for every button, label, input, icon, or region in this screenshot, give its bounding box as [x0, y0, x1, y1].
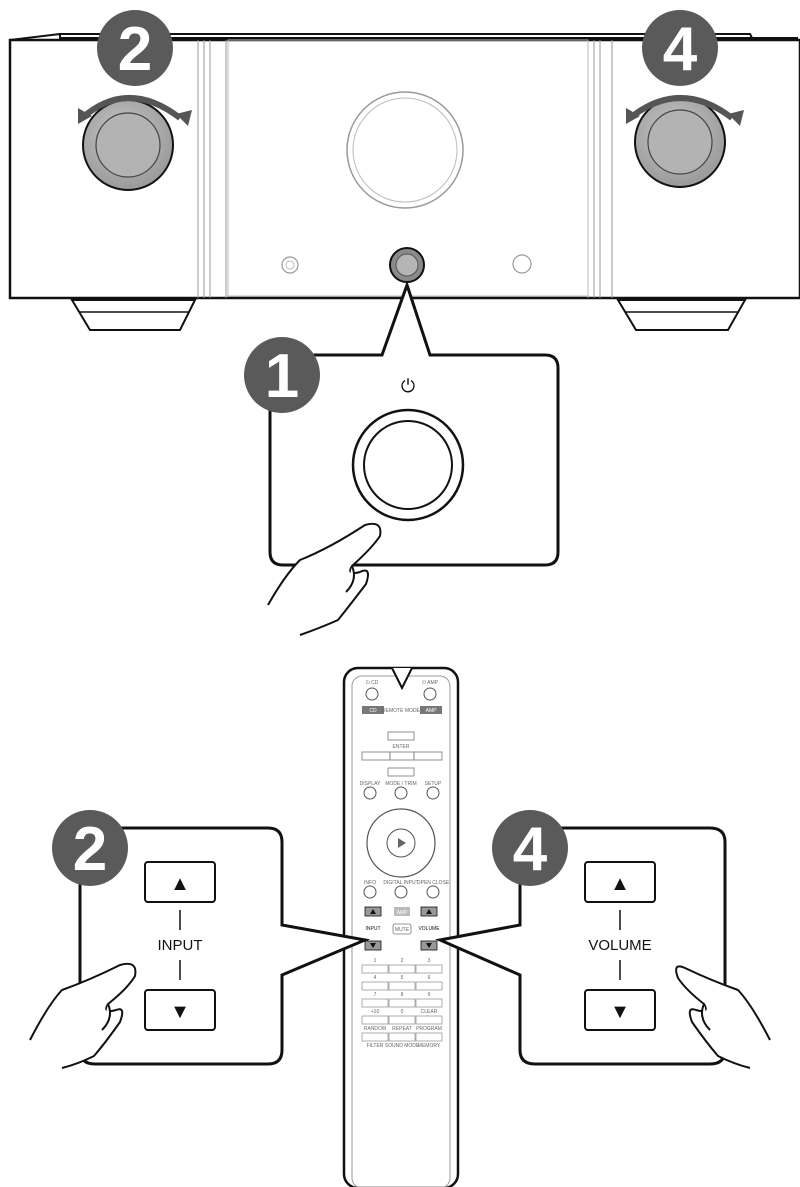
svg-text:4: 4 [513, 815, 548, 884]
svg-text:INPUT: INPUT [366, 926, 381, 932]
remote-left-key[interactable] [362, 752, 390, 760]
remote-open-close-button[interactable] [427, 886, 439, 898]
svg-text:MUTE: MUTE [395, 927, 410, 933]
svg-text:INFO: INFO [364, 880, 376, 886]
up-arrow-icon: ▲ [610, 873, 630, 895]
svg-text:7: 7 [374, 992, 377, 998]
svg-text:RANDOM: RANDOM [364, 1026, 386, 1032]
step-badge-2: 2 [52, 810, 128, 886]
small-button[interactable] [513, 255, 531, 273]
svg-text:PROGRAM: PROGRAM [416, 1026, 442, 1032]
step-badge-2-top: 2 [97, 10, 173, 86]
svg-text:VOLUME: VOLUME [418, 926, 440, 932]
svg-text:⏻ AMP: ⏻ AMP [422, 680, 439, 686]
svg-text:6: 6 [428, 975, 431, 981]
remote-amp-power-button[interactable] [424, 688, 436, 700]
input-label: INPUT [158, 937, 203, 954]
remote-setup-button[interactable] [427, 787, 439, 799]
svg-text:0: 0 [401, 1009, 404, 1015]
up-arrow-icon: ▲ [170, 873, 190, 895]
remote-right-key[interactable] [414, 752, 442, 760]
svg-text:2: 2 [73, 815, 107, 884]
svg-text:REPEAT: REPEAT [392, 1026, 412, 1032]
volume-callout: ▲ VOLUME ▼ [440, 828, 725, 1064]
foot-right [618, 300, 745, 330]
svg-text:REMOTE MODE: REMOTE MODE [382, 708, 420, 714]
svg-text:⏻ CD: ⏻ CD [366, 680, 379, 686]
down-arrow-icon: ▼ [610, 1001, 630, 1023]
svg-text:9: 9 [428, 992, 431, 998]
remote-down-key[interactable] [388, 768, 414, 776]
svg-text:CD: CD [369, 708, 377, 714]
svg-text:+10: +10 [371, 1009, 380, 1015]
svg-text:OPEN CLOSE: OPEN CLOSE [417, 880, 450, 886]
remote-display-button[interactable] [364, 787, 376, 799]
svg-text:2: 2 [401, 958, 404, 964]
step-badge-4-top: 4 [642, 10, 718, 86]
step-badge-1: 1 [244, 337, 320, 413]
remote-info-button[interactable] [364, 886, 376, 898]
svg-text:2: 2 [118, 15, 152, 84]
step-badge-4: 4 [492, 810, 568, 886]
power-symbol-icon: ⏻ [401, 376, 415, 396]
svg-text:ENTER: ENTER [393, 744, 410, 750]
foot-left [72, 300, 195, 330]
power-callout: ⏻ [270, 285, 558, 565]
svg-text:1: 1 [374, 958, 377, 964]
svg-text:4: 4 [374, 975, 377, 981]
volume-label: VOLUME [588, 937, 651, 954]
svg-text:MODE / TRIM: MODE / TRIM [385, 781, 416, 787]
svg-text:DIGITAL INPUT: DIGITAL INPUT [383, 880, 418, 886]
remote-mode-button[interactable] [395, 787, 407, 799]
remote-enter-key[interactable] [390, 752, 414, 760]
svg-text:AMP: AMP [397, 910, 409, 916]
svg-text:3: 3 [428, 958, 431, 964]
svg-text:4: 4 [663, 15, 698, 84]
svg-text:SETUP: SETUP [425, 781, 442, 787]
svg-text:DISPLAY: DISPLAY [360, 781, 381, 787]
remote-up-key[interactable] [388, 732, 414, 740]
svg-text:AMP: AMP [426, 708, 438, 714]
remote-control: ⏻ CD ⏻ AMP CD AMP REMOTE MODE ENTER DISP… [344, 668, 458, 1187]
svg-text:1: 1 [265, 342, 299, 411]
svg-text:MEMORY: MEMORY [418, 1043, 441, 1049]
remote-digital-input-button[interactable] [395, 886, 407, 898]
remote-cd-power-button[interactable] [366, 688, 378, 700]
svg-text:8: 8 [401, 992, 404, 998]
down-arrow-icon: ▼ [170, 1001, 190, 1023]
svg-text:FILTER: FILTER [367, 1043, 384, 1049]
svg-text:5: 5 [401, 975, 404, 981]
volume-knob[interactable] [635, 97, 725, 187]
svg-text:CLEAR: CLEAR [421, 1009, 438, 1015]
svg-text:SOUND MODE: SOUND MODE [385, 1043, 420, 1049]
input-selector-knob[interactable] [83, 100, 173, 190]
